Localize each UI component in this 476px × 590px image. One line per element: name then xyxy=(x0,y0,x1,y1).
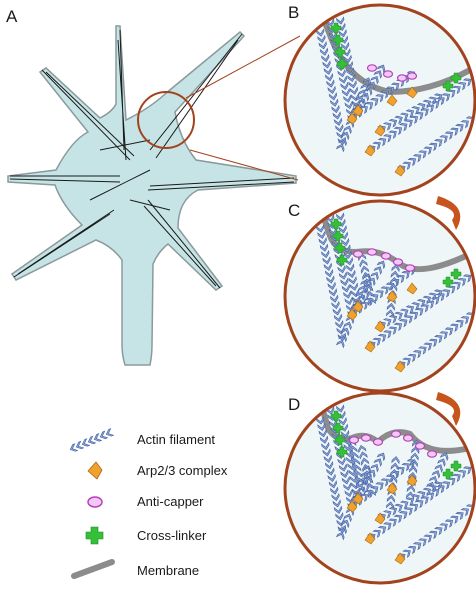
panel-label-d: D xyxy=(288,395,300,414)
cross-linker xyxy=(332,34,344,46)
actin-filament xyxy=(69,428,115,452)
zoom-panel-b xyxy=(283,3,476,197)
arp23-complex xyxy=(386,482,398,495)
actin-filament xyxy=(357,444,377,498)
arp23-complex xyxy=(346,500,358,513)
legend-item-actin: Actin filament xyxy=(69,428,215,452)
arp23-complex xyxy=(406,282,418,295)
cross-linker xyxy=(450,460,462,472)
anti-capper xyxy=(372,438,384,446)
actin-filament xyxy=(315,416,347,533)
legend-label-crosslinker: Cross-linker xyxy=(137,528,207,543)
cross-linker-icon xyxy=(85,526,104,545)
panel-label-c: C xyxy=(288,201,300,220)
actin-filament xyxy=(396,312,475,370)
cross-linker xyxy=(330,410,342,422)
zoom-panel-d xyxy=(283,391,476,585)
zoom-panel-c xyxy=(283,199,476,393)
actin-filament xyxy=(357,252,377,306)
legend-item-membrane: Membrane xyxy=(71,559,199,579)
cross-linker xyxy=(450,72,462,84)
membrane xyxy=(315,5,473,96)
cell-body xyxy=(7,25,297,366)
anti-capper xyxy=(404,264,416,272)
arp23-complex xyxy=(364,532,376,545)
arp23-complex xyxy=(406,474,418,487)
actin-filament xyxy=(396,504,475,562)
anti-capper xyxy=(406,72,418,80)
cross-linker xyxy=(336,58,348,70)
arp23-complex xyxy=(364,144,376,157)
arp23-complex xyxy=(346,308,358,321)
cross-linker xyxy=(330,22,342,34)
actin-filament xyxy=(426,452,449,491)
cross-linker xyxy=(330,218,342,230)
growth-cone xyxy=(7,25,297,366)
legend: Actin filament Arp2/3 complex Anti-cappe… xyxy=(69,428,228,579)
arp23-complex xyxy=(352,300,364,313)
membrane-icon xyxy=(71,559,115,579)
arrow-c-to-d xyxy=(436,392,461,426)
arp23-complex xyxy=(406,86,418,99)
panel-label-a: A xyxy=(6,7,18,26)
arp23-complex xyxy=(346,112,358,125)
arp23-complex-icon xyxy=(87,461,103,480)
anti-capper xyxy=(402,434,414,442)
cross-linker xyxy=(442,468,454,480)
anti-capper xyxy=(348,436,360,444)
cross-linker xyxy=(450,268,462,280)
zoom-connector-bottom xyxy=(189,149,299,181)
filopodia-bundles xyxy=(9,29,295,289)
arp23-complex xyxy=(386,290,398,303)
arp23-complex xyxy=(374,512,386,525)
cross-linker xyxy=(336,446,348,458)
anti-capper xyxy=(366,64,378,72)
cross-linker xyxy=(442,80,454,92)
panel-label-b: B xyxy=(288,3,299,22)
actin-filament-icon xyxy=(69,428,115,452)
anti-capper xyxy=(382,70,394,78)
cross-linker xyxy=(334,46,346,58)
anti-capper xyxy=(414,442,426,450)
arp23-complex xyxy=(364,340,376,353)
anti-capper-icon xyxy=(87,496,103,508)
cross-linker xyxy=(334,242,346,254)
arp23-complex xyxy=(394,360,406,373)
legend-item-anticapper: Anti-capper xyxy=(87,494,204,509)
cross-linker xyxy=(332,422,344,434)
cross-linker xyxy=(334,434,346,446)
cross-linker xyxy=(332,230,344,242)
arp23-complex xyxy=(374,124,386,137)
arp23-complex xyxy=(394,552,406,565)
anti-capper xyxy=(380,252,392,260)
arrow-b-to-c xyxy=(436,196,461,230)
legend-label-arp23: Arp2/3 complex xyxy=(137,463,228,478)
anti-capper xyxy=(392,258,404,266)
zoom-region-marker xyxy=(137,91,195,149)
anti-capper xyxy=(352,250,364,258)
cross-linker xyxy=(336,254,348,266)
anti-capper xyxy=(366,248,378,256)
cross-linker xyxy=(442,276,454,288)
anti-capper xyxy=(396,74,408,82)
legend-label-membrane: Membrane xyxy=(137,563,199,578)
legend-label-anticapper: Anti-capper xyxy=(137,494,204,509)
arp23-complex xyxy=(374,320,386,333)
legend-item-arp23: Arp2/3 complex xyxy=(87,461,228,480)
legend-label-actin: Actin filament xyxy=(137,432,215,447)
anti-capper xyxy=(360,434,372,442)
arp23-complex xyxy=(394,164,406,177)
actin-filament xyxy=(315,28,347,145)
arp23-complex xyxy=(386,94,398,107)
anti-capper xyxy=(426,450,438,458)
zoom-connector-top xyxy=(185,35,301,99)
arp23-complex xyxy=(352,104,364,117)
anti-capper xyxy=(390,430,402,438)
legend-item-crosslinker: Cross-linker xyxy=(85,526,207,545)
arp23-complex xyxy=(352,492,364,505)
